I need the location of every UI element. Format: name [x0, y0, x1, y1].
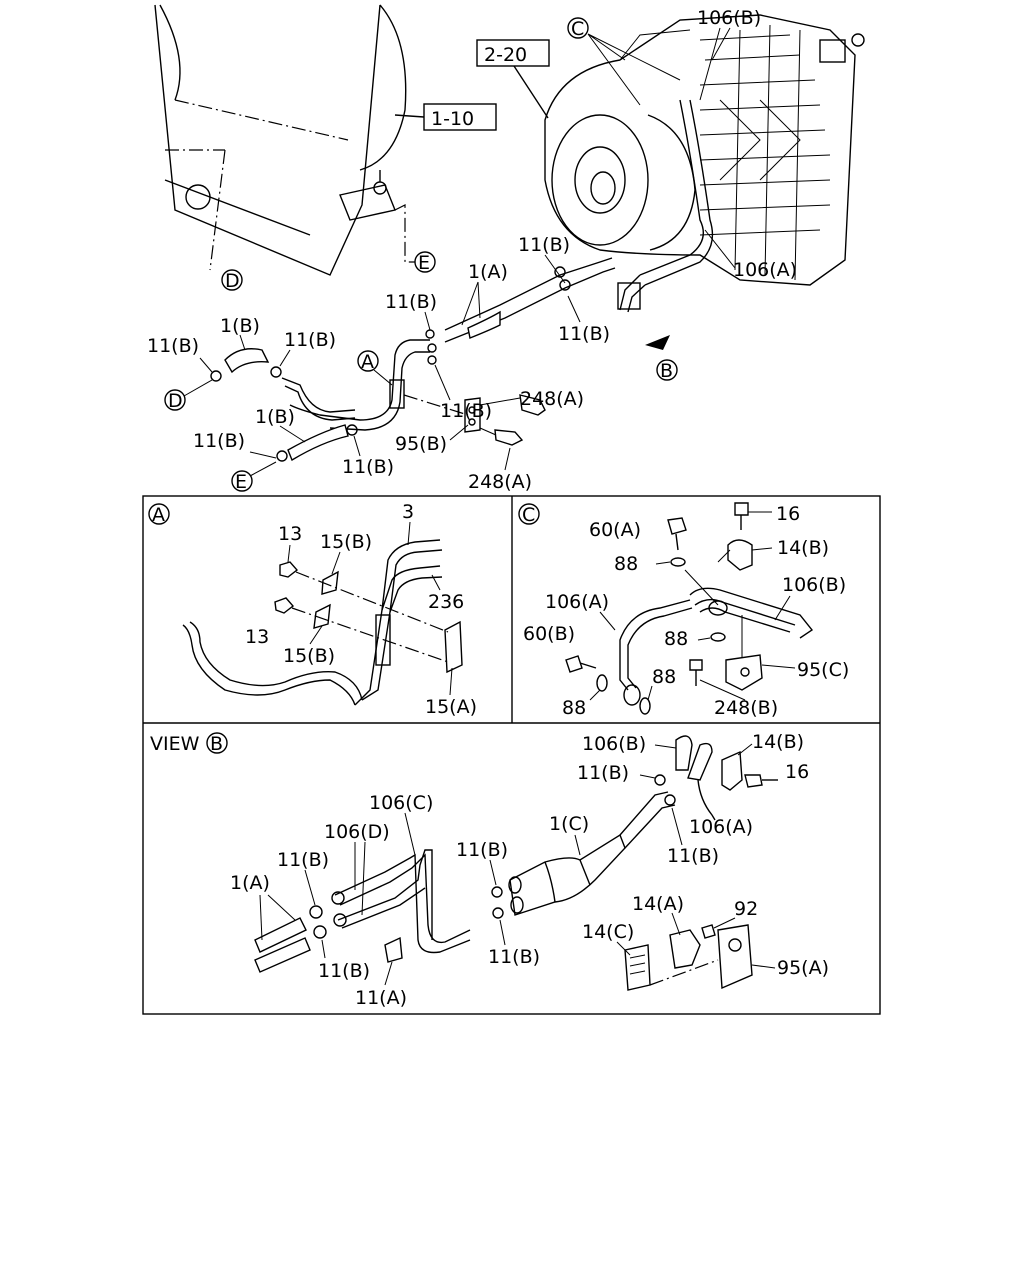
callout-letter: E	[235, 471, 247, 493]
detail-c-88-top: 88	[614, 553, 638, 575]
detail-a-15a: 15(A)	[425, 696, 477, 718]
main-label-11b-4: 11(B)	[440, 400, 492, 422]
view-b-11a: 11(A)	[355, 987, 407, 1009]
detail-c-panel: C 60(A) 88 16 14(B) 106(B) 106(A) 88 60(…	[518, 502, 849, 719]
detail-c-88-right: 88	[652, 666, 676, 688]
ref-box-2-20: 2-20	[476, 39, 550, 119]
main-label-1b-top: 1(B)	[220, 315, 260, 337]
view-b-title: VIEW	[150, 733, 200, 755]
detail-c-88-bottom: 88	[562, 697, 586, 719]
detail-a-236: 236	[428, 591, 464, 613]
view-b-arrow	[645, 335, 670, 350]
view-b-14b: 14(B)	[752, 731, 804, 753]
callout-letter: A	[361, 351, 374, 373]
detail-a-15b-bottom: 15(B)	[283, 645, 335, 667]
ref-2-20: 2-20	[484, 44, 527, 66]
view-b-95a: 95(A)	[777, 957, 829, 979]
view-b-letter: B	[210, 733, 223, 755]
main-label-11b-7: 11(B)	[193, 430, 245, 452]
callout-c-main	[567, 17, 589, 39]
callout-e-left	[231, 470, 253, 492]
view-b-16: 16	[785, 761, 809, 783]
detail-a-panel: A 13 15(B) 13 15(B) 3 236 15(A)	[148, 501, 477, 718]
view-b-106c: 106(C)	[369, 792, 433, 814]
detail-c-88-mid: 88	[664, 628, 688, 650]
callout-a-main	[357, 350, 379, 372]
detail-c-106b: 106(B)	[782, 574, 846, 596]
callout-e-top	[414, 251, 436, 273]
view-b-11b-left-bottom: 11(B)	[318, 960, 370, 982]
view-b-14a: 14(A)	[632, 893, 684, 915]
radiator-drawing	[154, 4, 415, 276]
detail-c-letter: C	[522, 504, 535, 526]
view-b-14c: 14(C)	[582, 921, 634, 943]
main-label-11b-8: 11(B)	[342, 456, 394, 478]
callout-d-top	[221, 269, 243, 291]
view-b-11b-left-top: 11(B)	[277, 849, 329, 871]
view-b-11b-right-bottom: 11(B)	[667, 845, 719, 867]
detail-c-60b: 60(B)	[523, 623, 575, 645]
callout-letter: D	[225, 270, 240, 292]
view-b-1c: 1(C)	[549, 813, 589, 835]
detail-a-15b-top: 15(B)	[320, 531, 372, 553]
callout-d-left	[164, 389, 186, 411]
transmission-drawing	[544, 14, 865, 286]
main-label-11b-5: 11(B)	[147, 335, 199, 357]
detail-c-14b: 14(B)	[777, 537, 829, 559]
ref-1-10: 1-10	[431, 108, 474, 130]
view-b-11b-right-top: 11(B)	[577, 762, 629, 784]
detail-c-106a: 106(A)	[545, 591, 609, 613]
view-b-106a: 106(A)	[689, 816, 753, 838]
main-label-11b-6: 11(B)	[284, 329, 336, 351]
main-label-95b: 95(B)	[395, 433, 447, 455]
view-b-1a: 1(A)	[230, 872, 270, 894]
view-b-panel: VIEW B 106(C) 106(D) 1(A) 11(B) 11(B) 11…	[150, 731, 829, 1009]
main-label-1a: 1(A)	[468, 261, 508, 283]
detail-c-60a: 60(A)	[589, 519, 641, 541]
callout-letter: C	[571, 18, 584, 40]
detail-c-248b: 248(B)	[714, 697, 778, 719]
callout-letter: B	[660, 360, 673, 382]
main-label-1b-bottom: 1(B)	[255, 406, 295, 428]
main-label-106a: 106(A)	[733, 259, 797, 281]
view-b-11b-mid-bottom: 11(B)	[488, 946, 540, 968]
main-label-11b-3: 11(B)	[385, 291, 437, 313]
main-label-11b-1: 11(B)	[518, 234, 570, 256]
detail-a-13-top: 13	[278, 523, 302, 545]
main-label-248a-1: 248(A)	[520, 388, 584, 410]
detail-a-letter: A	[152, 504, 165, 526]
view-b-92: 92	[734, 898, 758, 920]
detail-a-3: 3	[402, 501, 414, 523]
callout-b-main	[656, 359, 678, 381]
main-label-106b: 106(B)	[697, 7, 761, 29]
ref-box-1-10: 1-10	[394, 103, 497, 131]
view-b-11b-mid-top: 11(B)	[456, 839, 508, 861]
main-label-248a-2: 248(A)	[468, 471, 532, 493]
view-b-106b: 106(B)	[582, 733, 646, 755]
callout-letter: E	[418, 252, 430, 274]
callout-letter: D	[168, 390, 183, 412]
view-b-106d: 106(D)	[324, 821, 390, 843]
detail-c-95c: 95(C)	[797, 659, 849, 681]
detail-c-16: 16	[776, 503, 800, 525]
detail-a-13-bottom: 13	[245, 626, 269, 648]
main-label-11b-2: 11(B)	[558, 323, 610, 345]
